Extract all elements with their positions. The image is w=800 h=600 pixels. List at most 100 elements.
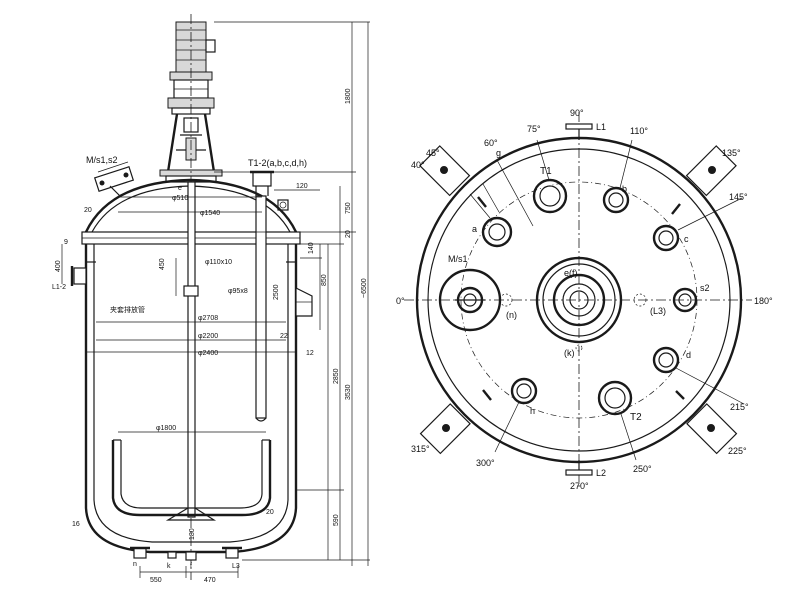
nozzle-label-l1: L1	[596, 122, 606, 132]
inner-flange-circle	[427, 148, 731, 452]
manhole-nozzle	[93, 161, 135, 197]
vertical-dimensions	[61, 21, 370, 578]
label-d1800: φ1800	[156, 425, 176, 432]
label-d2200: φ2200	[198, 333, 218, 340]
label-d95: φ95x8	[228, 288, 248, 295]
nozzle-label-l2: L2	[596, 468, 606, 478]
nozzle-label-a: a	[472, 224, 477, 234]
label-20b: 20	[266, 509, 274, 516]
nozzle-label-k: (k)	[564, 348, 575, 358]
label-140: 140	[308, 242, 315, 254]
nozzle-label-n: (n)	[506, 310, 517, 320]
label-t1-2: T1-2(a,b,c,d,h)	[248, 158, 307, 168]
l2-port	[565, 469, 593, 476]
label-400: 400	[55, 260, 62, 272]
front-view: M/s1,s2 T1-2(a,b,c,d,h) L1-2 φ510 e φ154…	[52, 14, 370, 584]
label-180: 180	[189, 528, 196, 540]
nozzle-label-g: g	[496, 148, 501, 158]
label-h20: 20	[84, 207, 92, 214]
label-9: 9	[64, 239, 68, 246]
label-e: e	[178, 185, 182, 192]
label-d2708: φ2708	[198, 315, 218, 322]
top-head	[84, 178, 298, 233]
top-right-nozzle	[277, 199, 289, 211]
nozzle-a	[481, 216, 513, 248]
label-k: k	[167, 563, 171, 570]
label-jacket-note: 夹套排放管	[110, 305, 145, 314]
label-d1540: φ1540	[200, 210, 220, 217]
angle-90: 90°	[570, 108, 584, 118]
angle-250: 250°	[633, 464, 652, 474]
nozzle-label-s2: s2	[700, 283, 710, 293]
label-l3: L3	[232, 563, 240, 570]
label-590: 590	[333, 514, 340, 526]
label-ms-s2: M/s1,s2	[86, 155, 118, 165]
shaft-seal	[535, 256, 623, 344]
nozzle-b	[602, 186, 630, 214]
bottom-nozzles	[130, 546, 242, 561]
label-470: 470	[204, 577, 216, 584]
thermowell-pipe	[255, 195, 267, 419]
label-2850: 2850	[333, 368, 340, 384]
top-view: 0° 40° 45° 60° 75° 90° 110° 135° 145° 18…	[396, 108, 773, 491]
label-120: 120	[296, 183, 308, 190]
angle-300: 300°	[476, 458, 495, 468]
nozzle-label-b: b	[622, 184, 627, 194]
label-2500: 2500	[273, 284, 280, 300]
nozzle-label-t2: T2	[630, 412, 642, 423]
radial-leaders	[469, 139, 745, 461]
angle-270: 270°	[570, 481, 589, 491]
label-d2400: φ2400	[198, 350, 218, 357]
label-f: f	[190, 563, 192, 570]
label-550: 550	[150, 577, 162, 584]
nozzle-label-ef: e(f)	[564, 268, 578, 278]
nozzle-label-d: d	[686, 350, 691, 360]
angle-315: 315°	[411, 444, 430, 454]
nozzle-t1	[532, 178, 568, 214]
label-750: 750	[345, 202, 352, 214]
nozzle-label-ms1: M/s1	[448, 254, 468, 264]
label-n: n	[133, 561, 137, 568]
nozzle-label-c: c	[684, 234, 689, 244]
angle-40: 40°	[411, 160, 425, 170]
anchor-agitator	[111, 440, 272, 517]
angle-110: 110°	[630, 126, 648, 136]
angle-135: 135°	[722, 148, 741, 158]
l1-port	[565, 123, 593, 130]
label-6500: ~6500	[361, 278, 368, 298]
angle-145: 145°	[729, 192, 748, 202]
nozzle-d	[652, 346, 680, 374]
label-l1-2: L1-2	[52, 284, 66, 291]
label-850: 850	[321, 274, 328, 286]
label-1800: 1800	[345, 88, 352, 104]
l1-2-nozzle	[73, 267, 87, 285]
port-k	[575, 344, 583, 352]
support-lugs	[419, 145, 738, 455]
label-16: 16	[72, 521, 80, 528]
angle-215: 215°	[730, 402, 749, 412]
label-d510: φ510	[172, 195, 188, 202]
angle-75: 75°	[527, 124, 541, 134]
manhole-ms1	[438, 268, 502, 332]
label-22: 22	[280, 333, 288, 340]
agitator-shaft	[187, 181, 196, 518]
label-450: 450	[159, 258, 166, 270]
drive-motor	[167, 21, 216, 115]
port-l3	[633, 293, 647, 307]
nozzle-label-t1: T1	[540, 166, 552, 177]
nozzle-c	[652, 224, 680, 252]
nozzle-label-l3: (L3)	[650, 306, 666, 316]
internal-dimensions	[86, 196, 296, 433]
port-n	[499, 293, 513, 307]
angle-0: 0°	[396, 296, 405, 306]
label-3530: 3530	[345, 384, 352, 400]
angle-180: 180°	[754, 296, 773, 306]
label-12: 12	[306, 350, 314, 357]
angle-60: 60°	[484, 138, 498, 148]
label-d110: φ110x10	[205, 259, 232, 266]
angle-225: 225°	[728, 446, 747, 456]
label-20: 20	[345, 230, 352, 238]
nozzle-h	[510, 377, 538, 405]
